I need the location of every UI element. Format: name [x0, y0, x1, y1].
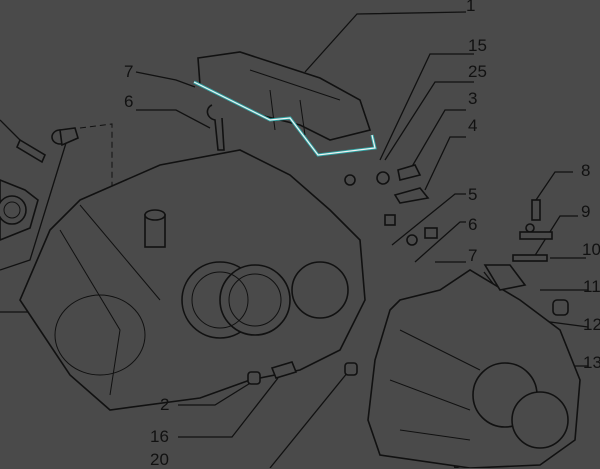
callout-6-left: 6 [124, 92, 134, 111]
callout-3: 3 [468, 89, 478, 108]
callout-12: 12 [583, 315, 600, 334]
callout-10: 10 [582, 240, 600, 259]
rear-housing [367, 264, 581, 468]
callout-8: 8 [581, 161, 591, 180]
callout-20: 20 [150, 450, 169, 469]
callout-13: 13 [583, 353, 600, 372]
main-housing [19, 149, 366, 411]
callout-4: 4 [468, 116, 478, 135]
callout-1: 1 [466, 0, 476, 15]
callout-6-right: 6 [468, 215, 478, 234]
callout-9: 9 [581, 202, 591, 221]
callout-15: 15 [468, 36, 487, 55]
cover-part-1 [193, 51, 377, 157]
callout-16: 16 [150, 427, 169, 446]
callout-5: 5 [468, 185, 478, 204]
callout-11: 11 [583, 277, 600, 296]
callout-25: 25 [468, 62, 487, 81]
callout-7-right: 7 [468, 246, 478, 265]
callout-7-left: 7 [124, 62, 134, 81]
callout-2: 2 [160, 395, 170, 414]
